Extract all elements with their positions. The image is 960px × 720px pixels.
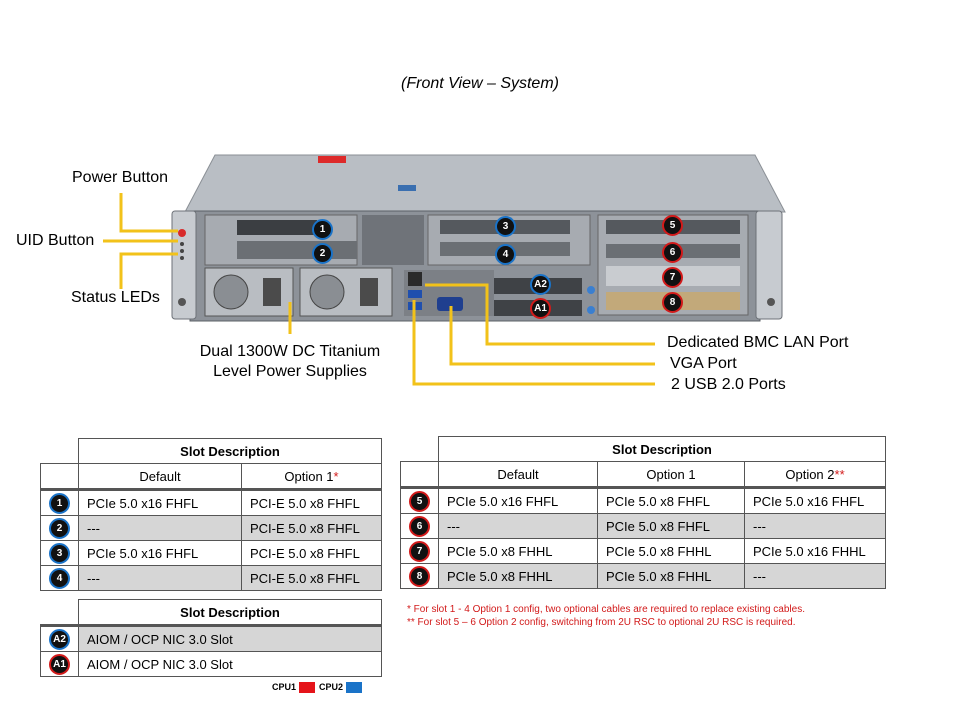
footnote-option2: ** For slot 5 – 6 Option 2 config, switc… — [407, 617, 796, 628]
power-button-label: Power Button — [72, 169, 169, 186]
slot-badge-6: 6 — [409, 515, 430, 537]
slot-badge-8: 8 — [409, 565, 430, 587]
slot-2-option1: PCI-E 5.0 x8 FHFL — [241, 515, 382, 541]
chassis-marker-6: 6 — [662, 242, 683, 263]
slot-5-option2: PCIe 5.0 x16 FHFL — [744, 487, 886, 514]
column-header-option1: Option 1* — [241, 463, 382, 491]
vga-port-label: VGA Port — [670, 355, 737, 372]
psu-label-line2: Level Power Supplies — [213, 363, 367, 380]
slot-8-option2: --- — [744, 563, 886, 589]
slot-1-option1: PCI-E 5.0 x8 FHFL — [241, 489, 382, 516]
chassis-marker-5: 5 — [662, 215, 683, 236]
chassis-marker-3: 3 — [495, 216, 516, 237]
chassis-marker-8: 8 — [662, 292, 683, 313]
legend-cpu2-label: CPU2 — [319, 682, 344, 692]
slot-5-default: PCIe 5.0 x16 FHFL — [438, 487, 598, 514]
slot-4-option1: PCI-E 5.0 x8 FHFL — [241, 565, 382, 591]
slot-a1-value: AIOM / OCP NIC 3.0 Slot — [78, 651, 382, 677]
usb-ports-label: 2 USB 2.0 Ports — [671, 376, 786, 393]
cpu-legend: CPU1 CPU2 — [272, 682, 362, 694]
footnotes: * For slot 1 - 4 Option 1 config, two op… — [407, 603, 927, 629]
legend-cpu1-label: CPU1 — [272, 682, 297, 692]
slot-7-default: PCIe 5.0 x8 FHHL — [438, 538, 598, 564]
slot-badge-a1: A1 — [49, 653, 70, 675]
slot-2-default: --- — [78, 515, 242, 541]
psu-label: Dual 1300W DC Titanium Level Power Suppl… — [190, 342, 390, 382]
slot-badge-5: 5 — [409, 490, 430, 512]
chassis-marker-2: 2 — [312, 243, 333, 264]
slot-7-option1: PCIe 5.0 x8 FHHL — [597, 538, 745, 564]
slot-a2-value: AIOM / OCP NIC 3.0 Slot — [78, 625, 382, 652]
chassis-marker-7: 7 — [662, 267, 683, 288]
column-header-option2: Option 2** — [744, 461, 886, 489]
table-header: Slot Description — [78, 599, 382, 627]
column-header-option1: Option 1 — [597, 461, 745, 489]
slot-badge-3: 3 — [49, 542, 70, 564]
psu-label-line1: Dual 1300W DC Titanium — [199, 343, 381, 360]
chassis-marker-4: 4 — [495, 244, 516, 265]
option2-footnote-mark: ** — [834, 466, 845, 482]
slot-badge-2: 2 — [49, 517, 70, 539]
column-header-default: Default — [438, 461, 598, 489]
view-title: (Front View – System) — [401, 75, 559, 92]
chassis-marker-a1: A1 — [530, 298, 551, 319]
slot-5-option1: PCIe 5.0 x8 FHFL — [597, 487, 745, 514]
footnote-option1: * For slot 1 - 4 Option 1 config, two op… — [407, 604, 805, 615]
chassis-marker-a2: A2 — [530, 274, 551, 295]
slot-table-cpu2: Slot Description Default Option 1* 1 PCI… — [40, 438, 382, 591]
slot-badge-a2: A2 — [49, 628, 70, 650]
slot-table-aiom: Slot Description A2 AIOM / OCP NIC 3.0 S… — [40, 599, 382, 677]
slot-8-default: PCIe 5.0 x8 FHHL — [438, 563, 598, 589]
slot-6-option1: PCIe 5.0 x8 FHFL — [597, 513, 745, 539]
option1-footnote-mark: * — [333, 468, 339, 484]
bmc-lan-label: Dedicated BMC LAN Port — [667, 334, 849, 351]
legend-cpu2-swatch — [345, 682, 362, 694]
slot-1-default: PCIe 5.0 x16 FHFL — [78, 489, 242, 516]
uid-button-label: UID Button — [16, 232, 95, 249]
chassis-marker-1: 1 — [312, 219, 333, 240]
slot-badge-7: 7 — [409, 540, 430, 562]
slot-4-default: --- — [78, 565, 242, 591]
column-header-default: Default — [78, 463, 242, 491]
slot-6-default: --- — [438, 513, 598, 539]
slot-table-cpu1: Slot Description Default Option 1 Option… — [400, 436, 886, 589]
slot-badge-1: 1 — [49, 492, 70, 514]
slot-3-default: PCIe 5.0 x16 FHFL — [78, 540, 242, 566]
slot-8-option1: PCIe 5.0 x8 FHHL — [597, 563, 745, 589]
slot-3-option1: PCI-E 5.0 x8 FHFL — [241, 540, 382, 566]
slot-badge-4: 4 — [49, 567, 70, 589]
callout-lines — [103, 193, 655, 386]
legend-cpu1-swatch — [298, 682, 315, 694]
slot-7-option2: PCIe 5.0 x16 FHHL — [744, 538, 886, 564]
table-header: Slot Description — [78, 438, 382, 464]
slot-6-option2: --- — [744, 513, 886, 539]
table-header: Slot Description — [438, 436, 886, 462]
status-leds-label: Status LEDs — [71, 289, 160, 306]
